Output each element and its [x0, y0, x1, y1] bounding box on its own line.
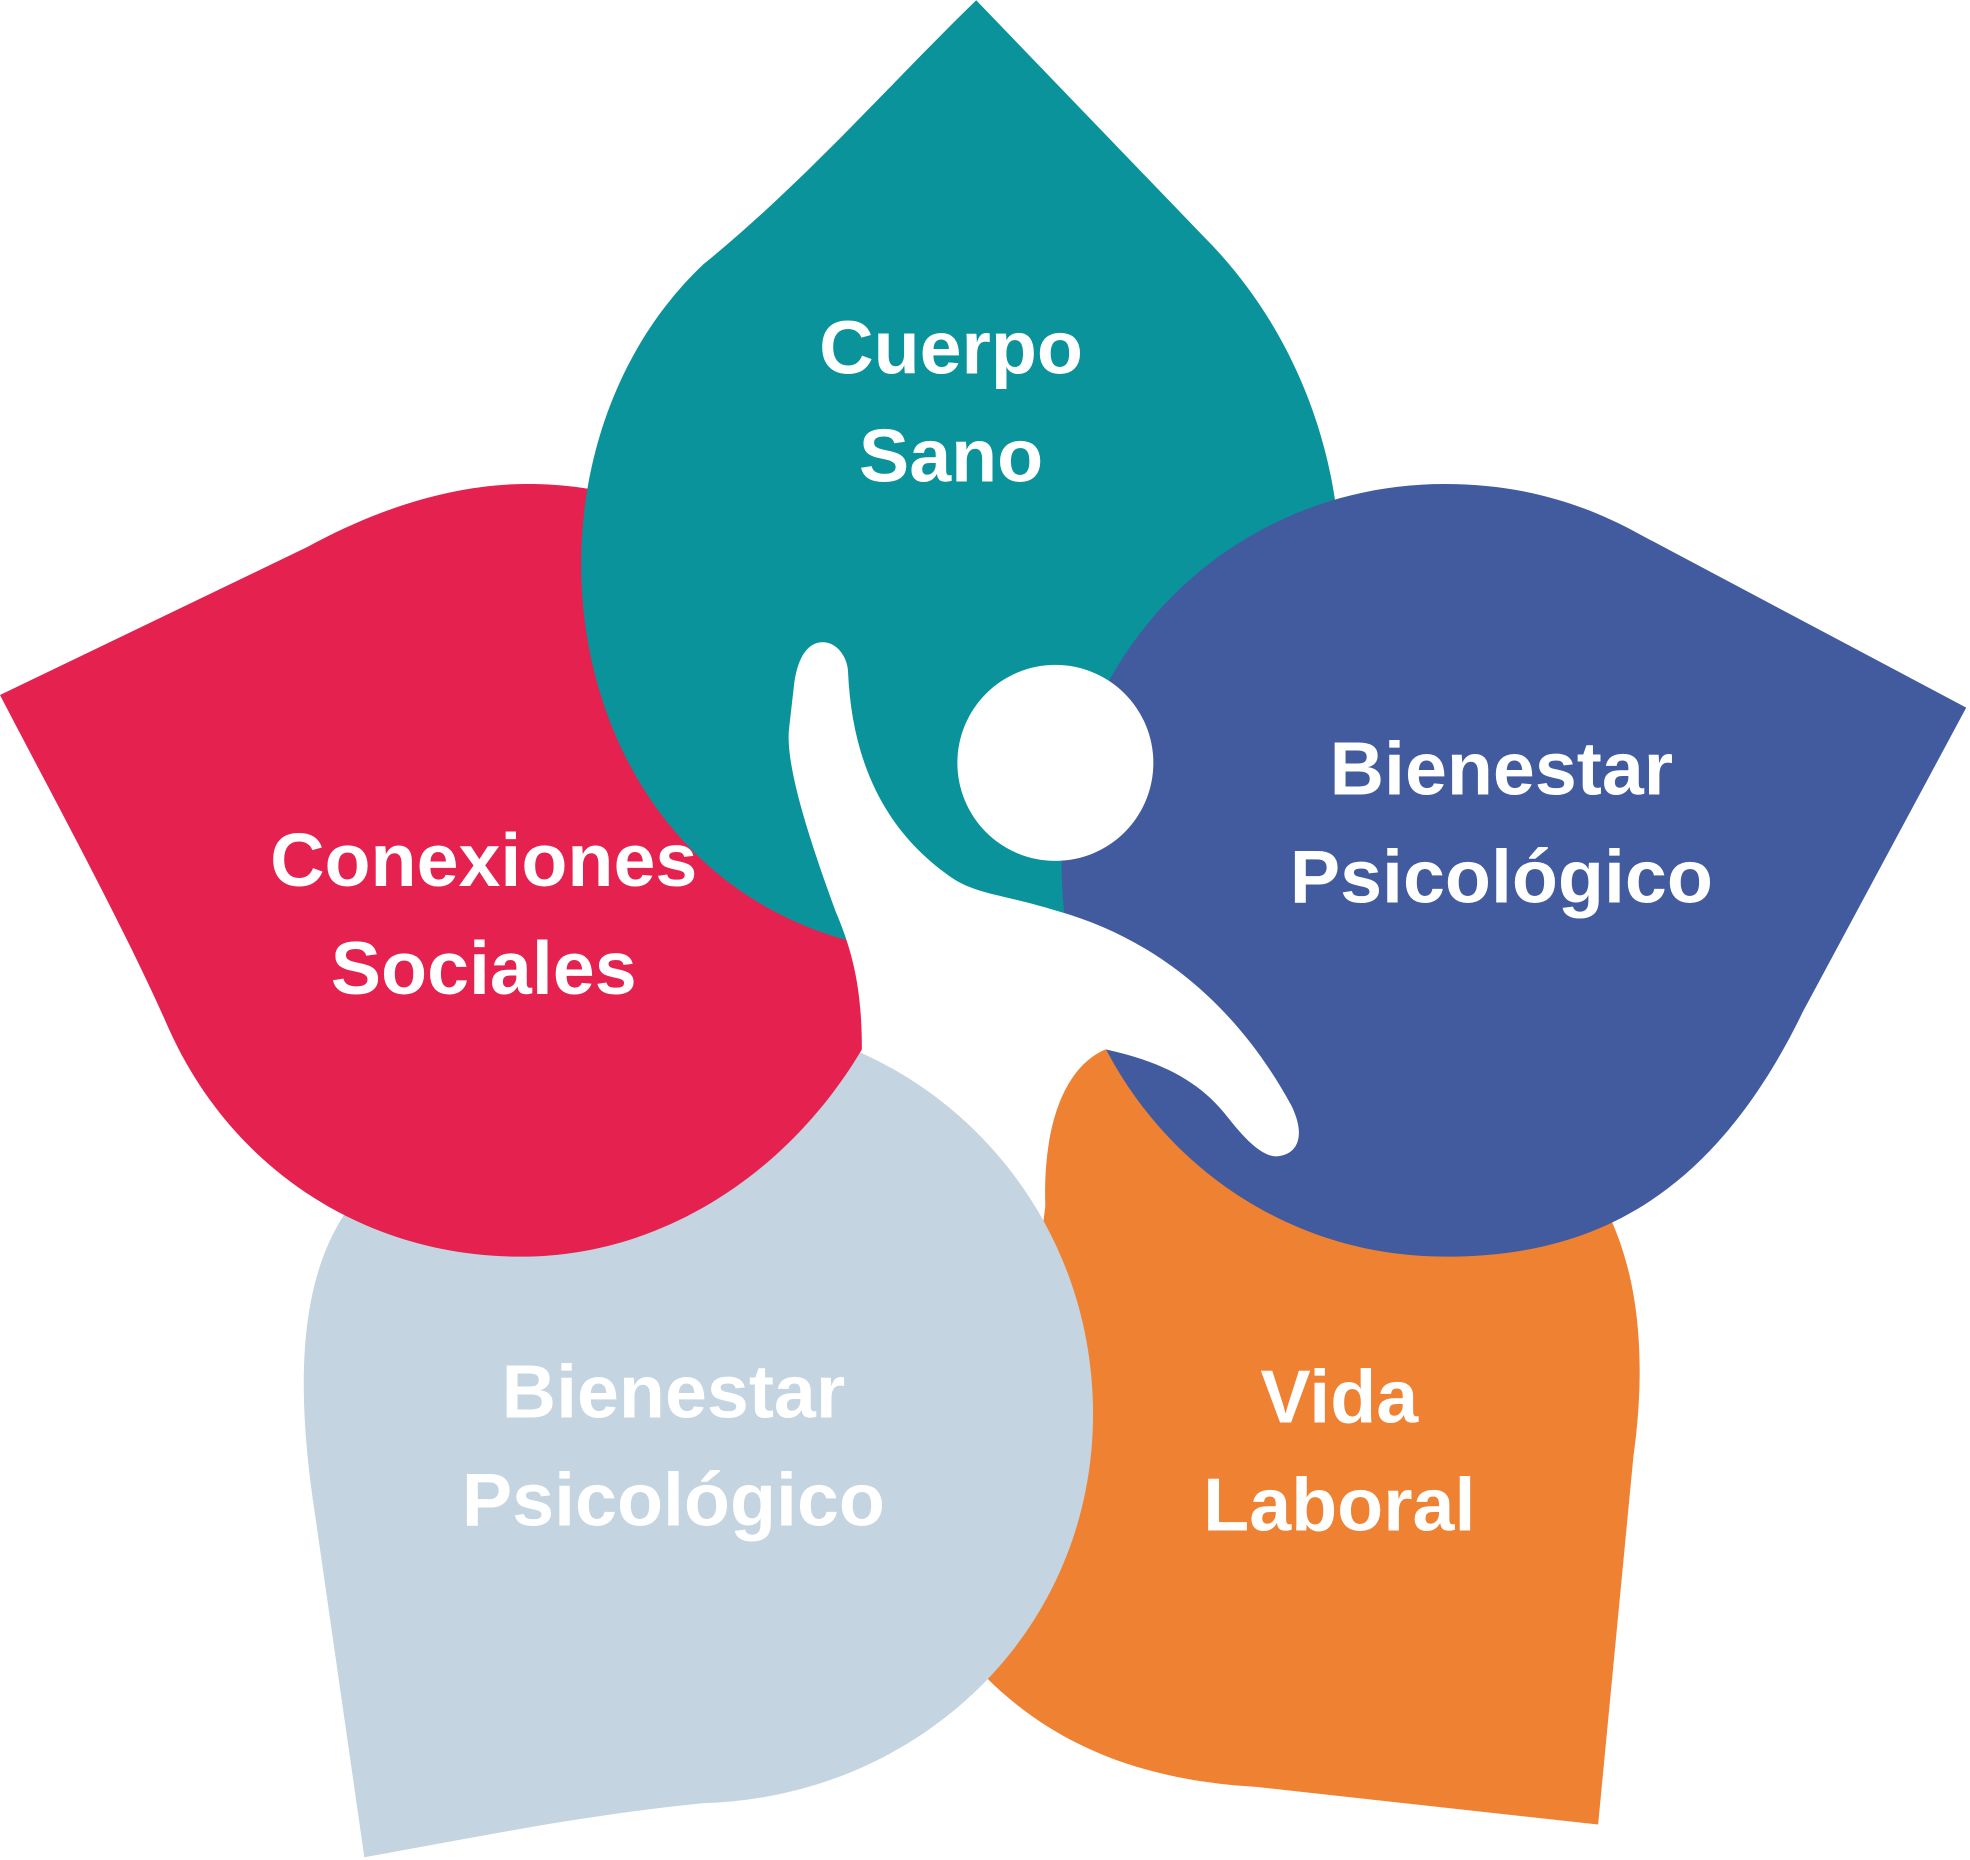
svg-text:Psicológico: Psicológico [1290, 834, 1713, 918]
label-vida-laboral: Vida Laboral [1203, 1355, 1475, 1547]
petal-bienestar-psicologico-right [1061, 483, 1967, 1257]
svg-text:Vida: Vida [1260, 1355, 1419, 1439]
svg-text:Bienestar: Bienestar [502, 1349, 846, 1433]
label-bienestar-psicologico-right: Bienestar Psicológico [1290, 726, 1713, 918]
svg-text:Bienestar: Bienestar [1330, 726, 1674, 810]
svg-text:Laboral: Laboral [1203, 1463, 1475, 1547]
svg-text:Sociales: Sociales [331, 926, 637, 1010]
figure-body [788, 642, 1299, 1157]
figure-head [957, 664, 1154, 861]
label-cuerpo-sano: Cuerpo Sano [819, 305, 1083, 497]
svg-text:Sano: Sano [859, 413, 1043, 497]
person-figure [788, 642, 1299, 1157]
svg-text:Cuerpo: Cuerpo [819, 305, 1083, 389]
svg-text:Psicológico: Psicológico [462, 1458, 885, 1542]
label-conexiones-sociales: Conexiones Sociales [270, 818, 697, 1010]
svg-text:Conexiones: Conexiones [270, 818, 697, 902]
label-bienestar-psicologico-left: Bienestar Psicológico [462, 1349, 885, 1541]
